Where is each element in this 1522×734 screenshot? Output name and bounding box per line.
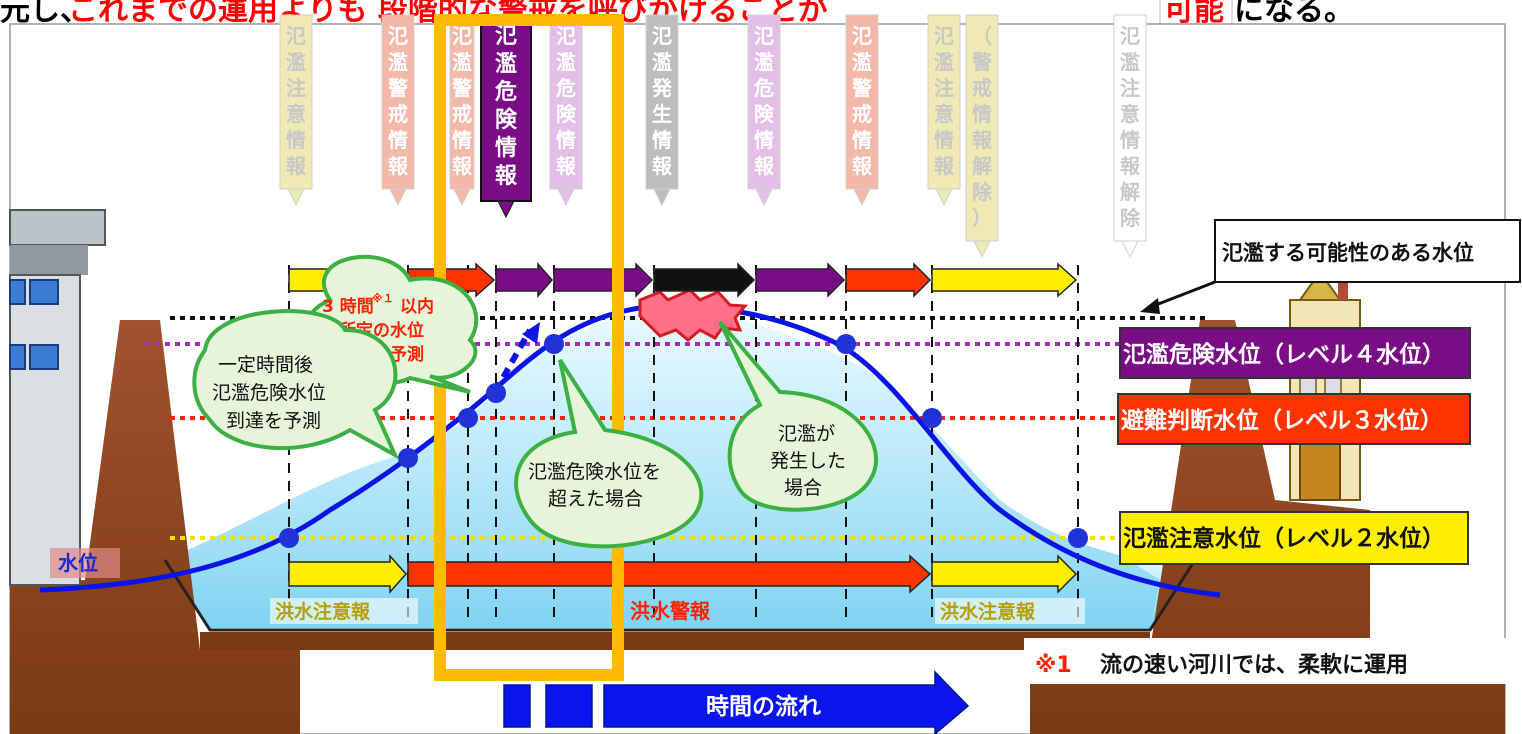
- info-card-label: 氾濫警戒情報: [388, 24, 409, 178]
- callout-exceed: 氾濫危険水位を 超えた場合: [514, 358, 704, 549]
- info-card-label: 氾濫注意情報: [286, 24, 307, 178]
- caution-left-bg: [270, 598, 418, 624]
- riverbed: [200, 632, 1150, 650]
- river-outline: [163, 559, 1197, 632]
- house-icon: [1289, 270, 1361, 501]
- predict-line3: 到達を予測: [226, 410, 321, 432]
- info-card-label: 氾濫注意情報: [934, 24, 955, 178]
- info-card: 氾濫注意情報: [279, 14, 313, 207]
- exceed-line2: 超えた場合: [548, 488, 643, 510]
- predict-line1: 一定時間後: [218, 354, 313, 376]
- forecast-caution-left: 洪水注意報: [275, 600, 371, 623]
- info-card: 氾濫警戒情報: [845, 14, 879, 207]
- occur-line3: 場合: [784, 477, 822, 499]
- info-card: （警戒情報解除）: [965, 14, 999, 259]
- level-evacuation-label: 避難判断水位（レベル３水位）: [1117, 393, 1471, 445]
- info-card-label: 氾濫発生情報: [651, 24, 673, 178]
- forecast-caution-right: 洪水注意報: [940, 600, 1036, 623]
- level-caution-label: 氾濫注意水位（レベル２水位）: [1119, 511, 1469, 565]
- water-level-label-bg: [50, 548, 120, 578]
- level-danger-label: 氾濫危険水位（レベル４水位）: [1119, 327, 1471, 379]
- caution-level-text: 氾濫注意水位（レベル２水位）: [1123, 525, 1445, 552]
- callout-occur: 氾濫が 発生した 場合: [718, 320, 878, 512]
- info-card: 氾濫危険情報: [480, 14, 532, 219]
- info-cards: 氾濫注意情報 氾濫警戒情報 氾濫警戒情報 氾濫危険情報 氾濫危険情報 氾濫発生情報 氾濫危険…: [279, 14, 1147, 259]
- info-card-label: 氾濫危険情報: [754, 24, 775, 178]
- info-card: 氾濫危険情報: [549, 14, 583, 207]
- info-card-label: 氾濫危険情報: [495, 24, 518, 189]
- footnote-mark: ※1: [1035, 653, 1072, 678]
- info-card-label: 氾濫警戒情報: [452, 24, 473, 178]
- forecast-warning: 洪水警報: [630, 599, 711, 623]
- overflow-level-text: 氾濫する可能性のある水位: [1222, 241, 1474, 265]
- forecast-dotted-arrow: [492, 328, 533, 394]
- info-card: 氾濫警戒情報: [381, 14, 415, 207]
- water-level-points: [279, 334, 1088, 548]
- water-level-label: 水位: [58, 551, 98, 575]
- info-card: 氾濫注意情報解除: [1113, 14, 1147, 259]
- footnote-text: 流の速い河川では、柔軟に運用: [1100, 652, 1408, 678]
- three-hours-within: 以内: [400, 296, 434, 317]
- caution-right-bg: [935, 598, 1085, 624]
- predict-line2: 氾濫危険水位: [212, 382, 326, 404]
- info-card-label: 氾濫危険情報: [556, 24, 577, 178]
- info-card-label: 氾濫注意情報解除: [1120, 24, 1141, 230]
- info-card-label: 氾濫警戒情報: [852, 24, 873, 178]
- occur-line2: 発生した: [770, 450, 846, 472]
- info-card: 氾濫注意情報: [927, 14, 961, 207]
- info-card: 氾濫警戒情報: [449, 14, 475, 207]
- danger-level-text: 氾濫危険水位（レベル４水位）: [1123, 341, 1445, 368]
- forecast-arrows: [288, 554, 1078, 594]
- level-overflow-label: 氾濫する可能性のある水位: [1140, 219, 1521, 314]
- evacuation-level-text: 避難判断水位（レベル３水位）: [1121, 407, 1443, 434]
- footnote-bg: [1024, 638, 1522, 684]
- occur-line1: 氾濫が: [778, 423, 835, 445]
- building-icon: [9, 209, 106, 586]
- info-card: 氾濫発生情報: [645, 14, 679, 207]
- time-flow: 時間の流れ: [503, 670, 970, 734]
- info-card-label: （警戒情報解除）: [972, 24, 993, 230]
- forecast-arrow-head: [522, 322, 540, 344]
- ground-left: [10, 320, 300, 734]
- callout-predict: 一定時間後 氾濫危険水位 到達を予測: [192, 309, 400, 460]
- three-hours-mark: ※１: [372, 292, 394, 305]
- time-flow-label: 時間の流れ: [706, 693, 821, 720]
- info-card: 氾濫危険情報: [747, 14, 781, 207]
- exceed-line1: 氾濫危険水位を: [528, 461, 661, 483]
- three-hours-text: 3 時間: [322, 296, 374, 317]
